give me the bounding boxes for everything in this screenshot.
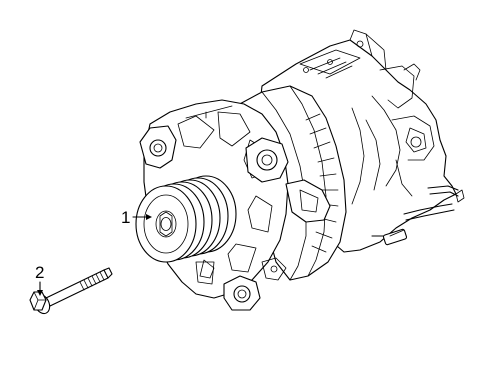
alternator-mount-ear-upper: [139, 125, 177, 169]
alternator-mount-ear-lower: [223, 275, 261, 311]
bolt-illustration: [29, 267, 113, 315]
callout-1-leader: [132, 214, 152, 220]
callout-1-label: 1: [121, 208, 131, 227]
callout-2-leader: [37, 281, 43, 296]
alternator-pulley: [135, 175, 237, 263]
bolt-shank: [45, 269, 109, 307]
callout-2-label: 2: [35, 263, 45, 282]
alternator-illustration: [135, 29, 465, 311]
